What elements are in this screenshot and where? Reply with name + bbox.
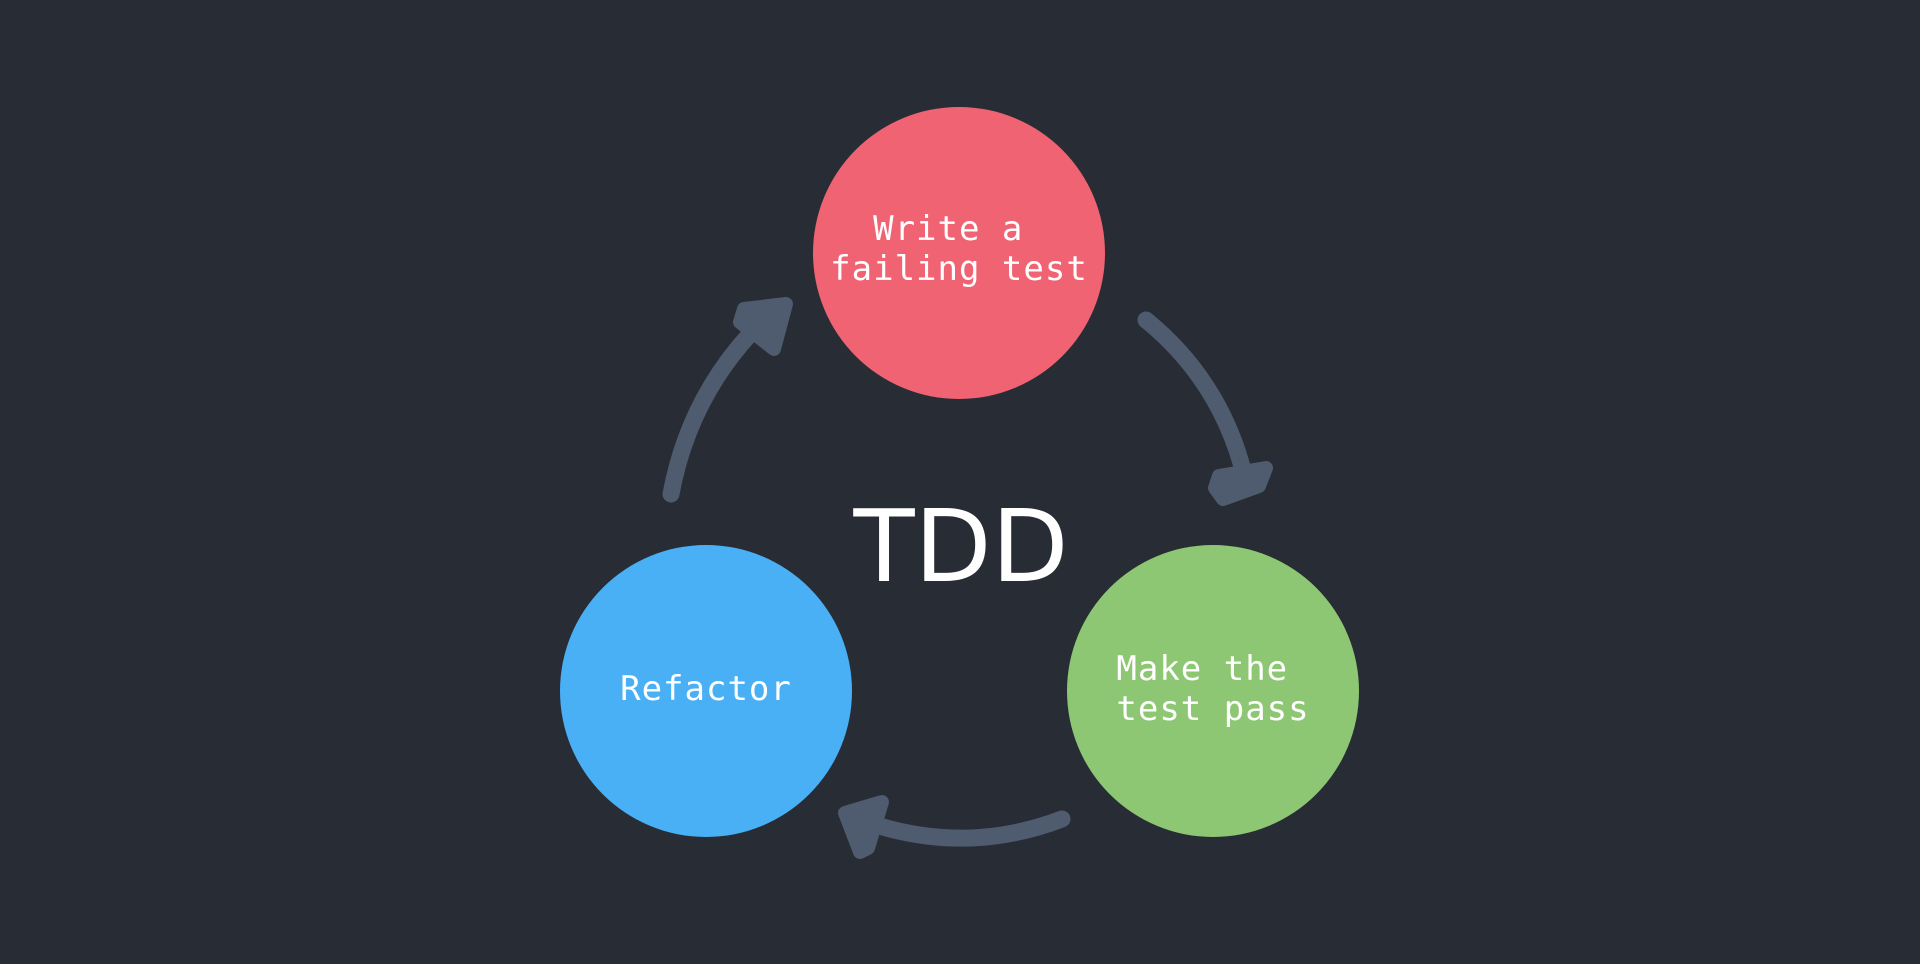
node-refactor: Refactor bbox=[560, 545, 852, 837]
arrow-pass-to-refactor-arc bbox=[867, 810, 1071, 847]
node-make-test-pass: Make the test pass bbox=[1067, 545, 1359, 837]
node-pass-label-line-1: Make the bbox=[1116, 649, 1288, 689]
arrow-pass-to-refactor bbox=[838, 795, 1071, 859]
node-write-label-line-1: Write a bbox=[873, 209, 1023, 249]
node-write-circle bbox=[813, 107, 1105, 399]
arrow-write-to-pass-head bbox=[1208, 461, 1273, 506]
svg-text:Refactor: Refactor bbox=[620, 669, 792, 709]
svg-text:Write a failing test: Write a failing test bbox=[830, 209, 1088, 289]
node-pass-label-line-2: test pass bbox=[1116, 689, 1309, 729]
arrow-write-to-pass bbox=[1137, 311, 1273, 506]
node-refactor-circle bbox=[560, 545, 852, 837]
svg-text:Make the test pass: Make the test pass bbox=[1116, 649, 1309, 729]
node-write-failing-test: Write a failing test bbox=[813, 107, 1105, 399]
node-refactor-label-line-1: Refactor bbox=[620, 669, 792, 709]
arrow-refactor-to-write bbox=[662, 297, 793, 503]
arrow-refactor-to-write-arc bbox=[662, 325, 759, 503]
arrow-pass-to-refactor-head bbox=[838, 795, 889, 859]
node-write-label-line-2: failing test bbox=[830, 249, 1088, 289]
arrow-refactor-to-write-head bbox=[733, 297, 793, 356]
center-title: TDD bbox=[852, 488, 1068, 605]
node-pass-circle bbox=[1067, 545, 1359, 837]
arrow-write-to-pass-arc bbox=[1137, 311, 1254, 487]
